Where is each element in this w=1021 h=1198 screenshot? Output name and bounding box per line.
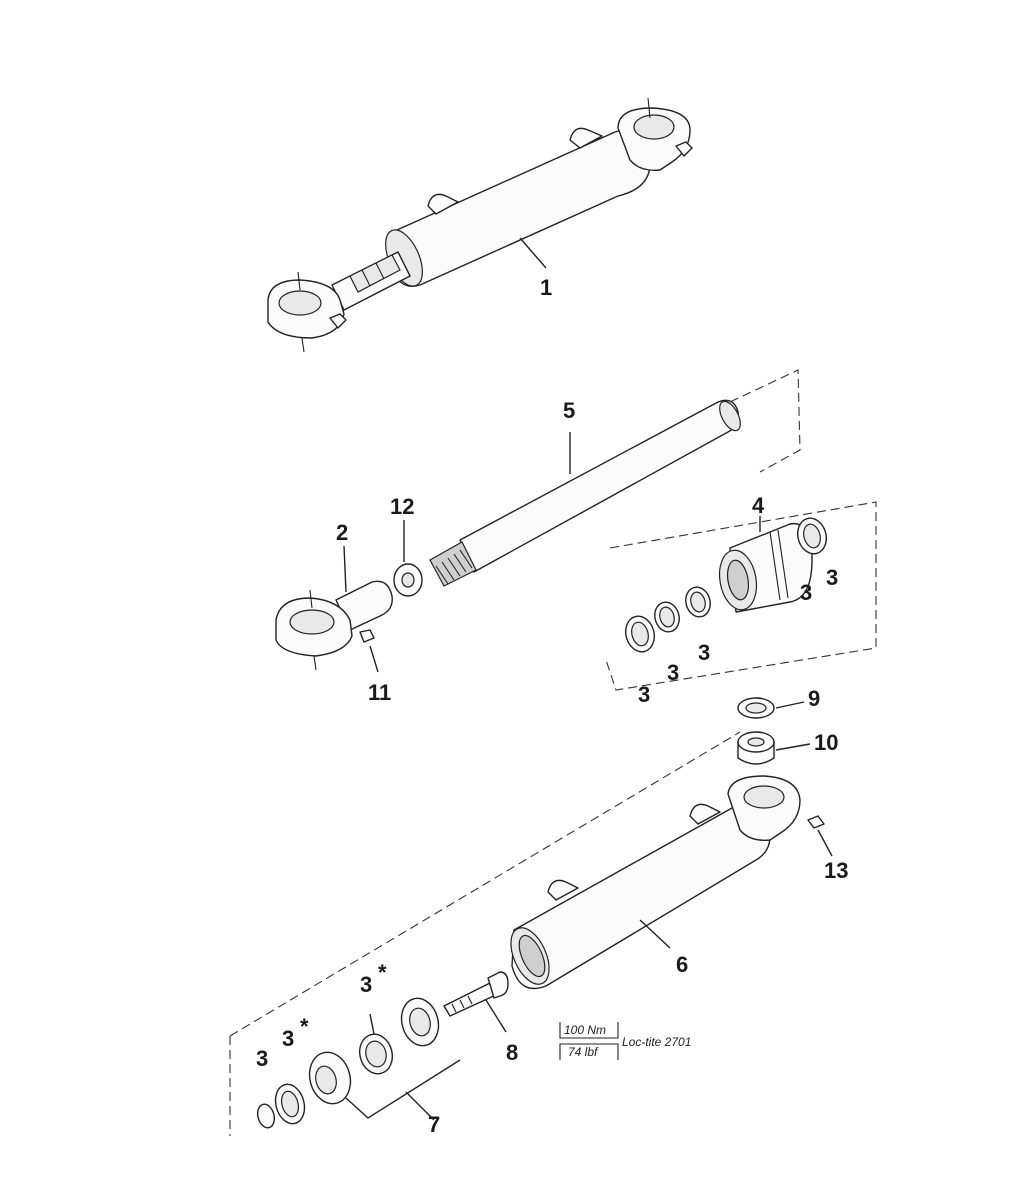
assembled-cylinder: 1 [267,97,693,353]
piston-rod: 5 [429,398,741,587]
part-label-12: 12 [390,494,414,519]
piston-bolt: 8 [443,971,518,1065]
part-label-4: 4 [752,493,765,518]
part-label-7: 7 [428,1112,440,1137]
part-label-13: 13 [824,858,848,883]
part-label-3-c: 3 [698,640,710,665]
adhesive-label: Loc-tite 2701 [622,1035,691,1049]
torque-lbf: 74 lbf [568,1045,599,1059]
cylinder-barrel: 6 [510,775,801,990]
star-a: * [378,960,387,985]
torque-note: 100 Nm 74 lbf Loc-tite 2701 [559,1022,691,1060]
part-label-2: 2 [336,520,348,545]
part-label-9: 9 [808,686,820,711]
rod-nut: 12 [390,494,423,597]
part-label-5: 5 [563,398,575,423]
part-label-3-star-b: 3 [282,1026,294,1051]
part-label-3-f: 3 [256,1046,268,1071]
bushing-parts: 9 10 [737,686,838,765]
piston-seal-group: 7 3 * 3 * 3 3 [229,731,741,1137]
part-label-3-b: 3 [800,580,812,605]
part-label-10: 10 [814,730,838,755]
part-label-3-d: 3 [667,660,679,685]
part-label-3-a: 3 [826,565,838,590]
part-label-6: 6 [676,952,688,977]
grease-nipple-rod-eye: 11 [359,629,391,705]
part-label-3-e: 3 [638,682,650,707]
part-label-8: 8 [506,1040,518,1065]
star-b: * [300,1014,309,1039]
grease-nipple-barrel: 13 [807,815,848,883]
part-label-1: 1 [540,275,552,300]
rod-eye: 2 [275,520,393,671]
part-label-11: 11 [368,680,391,705]
cylinder-head-seal-group: 4 3 3 3 3 3 [605,369,877,707]
torque-nm: 100 Nm [564,1023,606,1037]
part-label-3-star-a: 3 [360,972,372,997]
